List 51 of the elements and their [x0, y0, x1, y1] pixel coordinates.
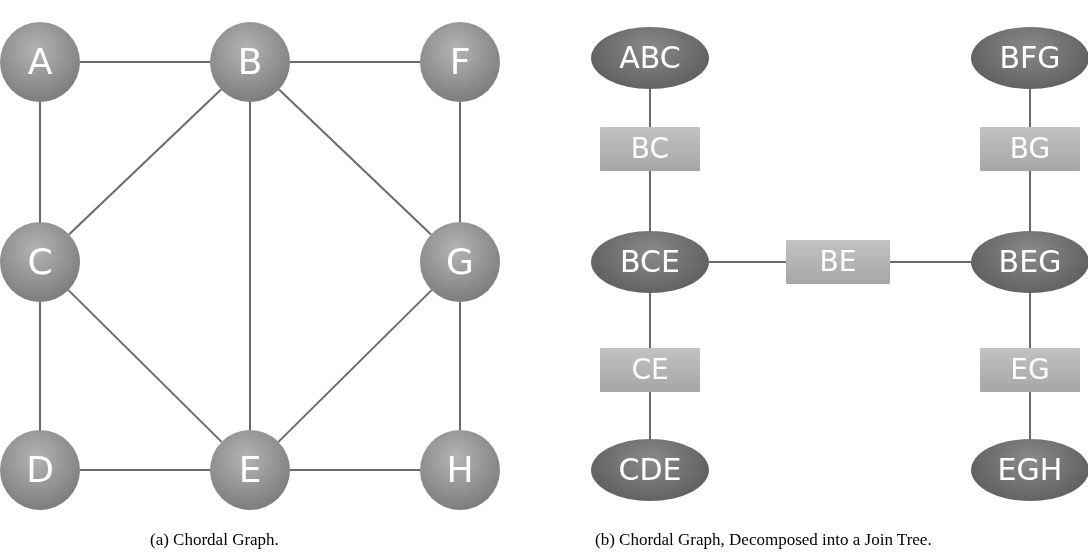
- node-label: BFG: [999, 43, 1061, 73]
- node-label: H: [446, 452, 474, 488]
- node-label: C: [27, 244, 53, 280]
- connector-line: [67, 88, 223, 236]
- node-label: BC: [630, 135, 670, 163]
- connector-line: [1029, 292, 1031, 349]
- node-label: A: [27, 44, 53, 80]
- node-label: BG: [1009, 135, 1051, 163]
- connector-line: [277, 289, 433, 443]
- node-label: D: [26, 452, 54, 488]
- node-label: BE: [819, 248, 857, 276]
- vertex-circle: [210, 22, 290, 102]
- connector-line: [277, 88, 433, 236]
- connector-line: [289, 469, 421, 471]
- figure-caption: (b) Chordal Graph, Decomposed into a Join Tree.: [595, 530, 932, 550]
- connector-line: [649, 170, 651, 232]
- separator-box: [600, 127, 700, 171]
- node-label: F: [449, 44, 471, 80]
- node-label: BCE: [620, 247, 680, 277]
- connector-line: [889, 261, 972, 263]
- connector-line: [1029, 88, 1031, 128]
- separator-box: [980, 127, 1080, 171]
- node-label: G: [446, 244, 474, 280]
- connector-line: [249, 101, 251, 431]
- connector-line: [459, 301, 461, 431]
- connector-line: [1029, 170, 1031, 232]
- node-label: CDE: [618, 455, 682, 485]
- separator-box: [980, 348, 1080, 392]
- connector-line: [67, 289, 223, 443]
- connector-line: [649, 88, 651, 128]
- figure-caption: (a) Chordal Graph.: [150, 530, 279, 550]
- node-label: E: [238, 452, 262, 488]
- node-label: EG: [1010, 356, 1050, 384]
- connector-line: [708, 261, 787, 263]
- connector-line: [289, 61, 421, 63]
- vertex-circle: [210, 430, 290, 510]
- connector-line: [649, 292, 651, 349]
- separator-box: [600, 348, 700, 392]
- node-label: B: [237, 44, 263, 80]
- node-label: CE: [631, 356, 669, 384]
- connector-line: [79, 469, 211, 471]
- node-label: EGH: [997, 455, 1063, 485]
- node-label: BEG: [998, 247, 1062, 277]
- connector-line: [39, 101, 41, 223]
- node-label: ABC: [619, 43, 681, 73]
- connector-line: [79, 61, 211, 63]
- connector-line: [649, 391, 651, 440]
- connector-line: [459, 101, 461, 223]
- connector-line: [1029, 391, 1031, 440]
- separator-box: [786, 240, 890, 284]
- connector-line: [39, 301, 41, 431]
